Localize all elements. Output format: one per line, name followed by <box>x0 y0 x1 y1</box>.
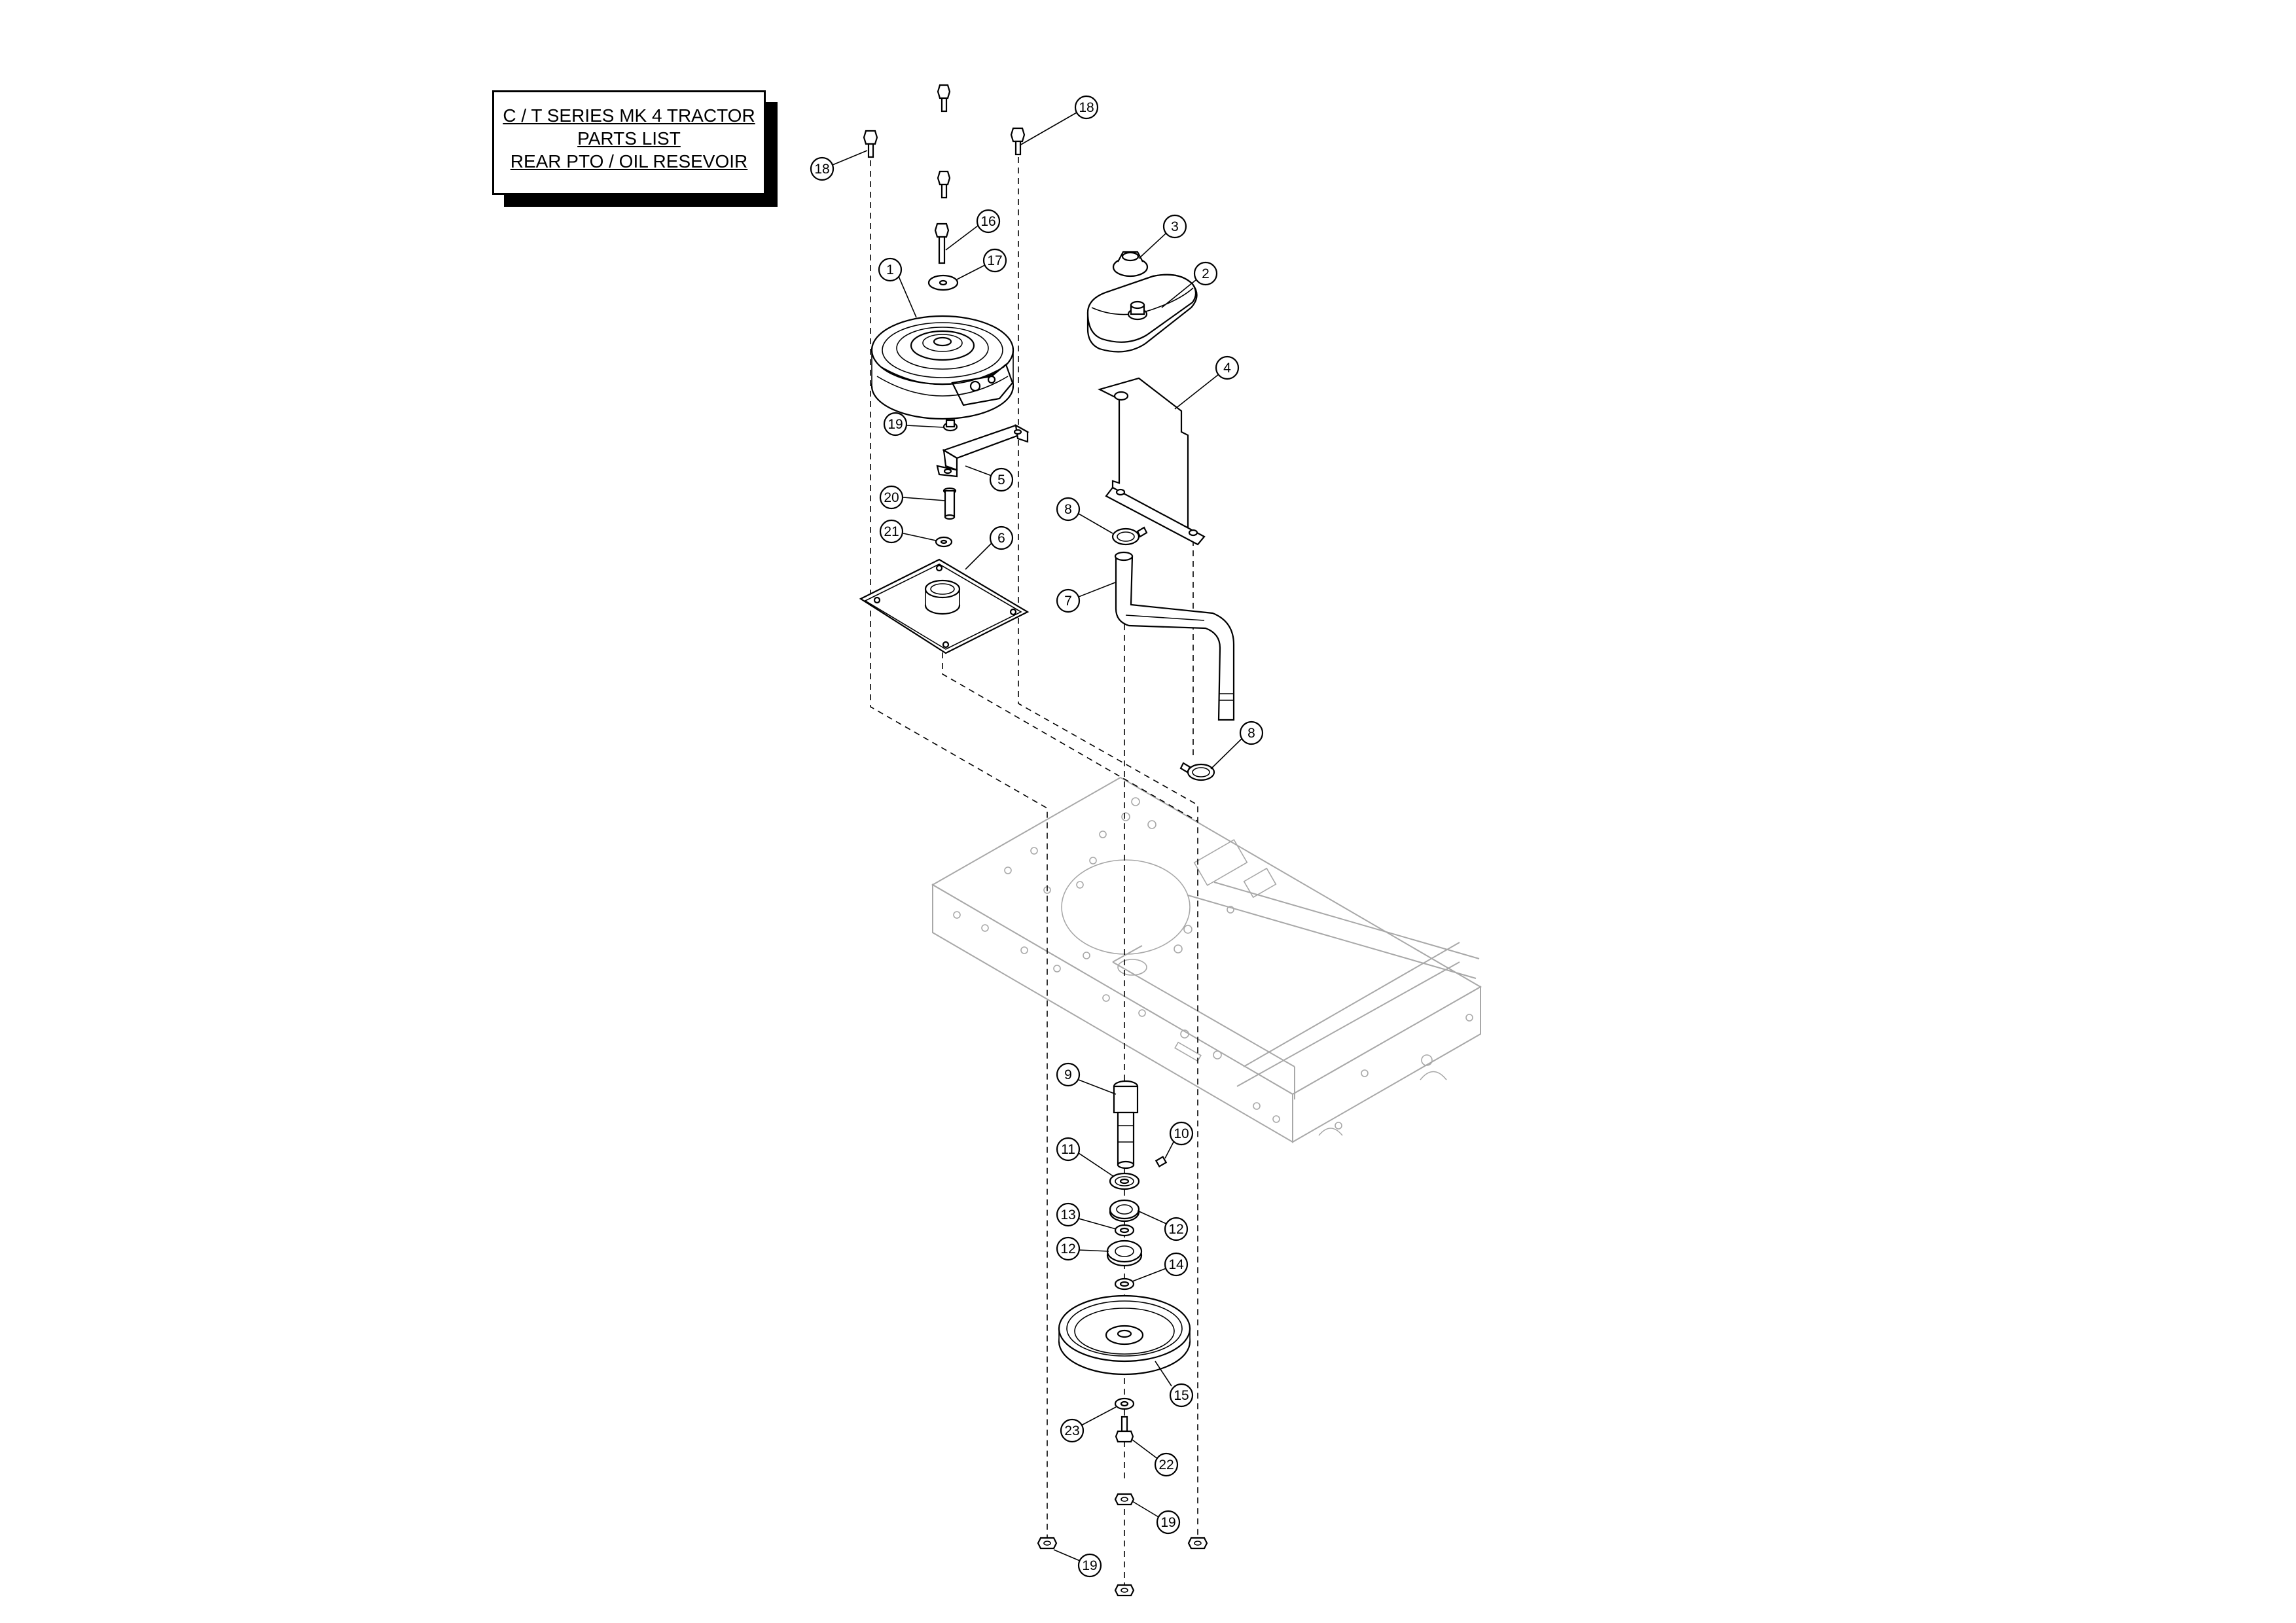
callout-6: 6 <box>965 526 1014 570</box>
bolt-18-left <box>863 130 878 158</box>
svg-text:23: 23 <box>1064 1423 1079 1438</box>
callout-19-left: 19 <box>1053 1549 1102 1578</box>
bearing-12-lower <box>1106 1240 1143 1267</box>
callout-3: 3 <box>1138 214 1187 259</box>
title-block: C / T SERIES MK 4 TRACTOR PARTS LIST REA… <box>492 90 766 195</box>
callout-5: 5 <box>965 465 1014 492</box>
svg-text:4: 4 <box>1223 361 1231 376</box>
bolt-top-center <box>937 84 951 113</box>
callout-7: 7 <box>1056 582 1116 613</box>
washer-14 <box>1114 1277 1135 1291</box>
callout-12-lower: 12 <box>1056 1236 1109 1261</box>
key-10 <box>1155 1156 1168 1168</box>
svg-text:10: 10 <box>1174 1126 1189 1141</box>
svg-text:16: 16 <box>980 214 996 229</box>
bolt-18-right <box>1010 127 1026 156</box>
callout-18-right: 18 <box>1019 95 1099 146</box>
bolt-22 <box>1115 1416 1134 1443</box>
pto-shaft <box>1113 1080 1139 1169</box>
svg-text:7: 7 <box>1064 594 1072 609</box>
svg-text:19: 19 <box>1082 1558 1097 1573</box>
nut-19-left <box>1037 1537 1058 1550</box>
pin-20 <box>942 487 957 520</box>
callout-19-upper: 19 <box>883 412 944 437</box>
svg-text:6: 6 <box>997 531 1005 546</box>
pto-mount-plate <box>859 558 1030 654</box>
svg-text:5: 5 <box>997 473 1005 488</box>
title-line-section: REAR PTO / OIL RESEVOIR <box>510 151 748 171</box>
clutch-anchor-bracket <box>936 423 1030 478</box>
bolt-second <box>937 170 951 199</box>
callout-1: 1 <box>878 257 917 318</box>
svg-text:1: 1 <box>886 262 894 277</box>
bearing-11 <box>1109 1172 1140 1190</box>
svg-text:13: 13 <box>1060 1207 1075 1222</box>
title-line-series: C / T SERIES MK 4 TRACTOR <box>503 105 755 126</box>
nut-19-center <box>1114 1493 1135 1506</box>
washer-17 <box>927 274 959 291</box>
hose-clamp-upper <box>1111 526 1148 546</box>
callout-12-upper: 12 <box>1137 1210 1189 1241</box>
svg-text:9: 9 <box>1064 1067 1072 1082</box>
oil-reservoir-tank <box>1086 274 1198 353</box>
svg-text:20: 20 <box>884 490 899 505</box>
title-line-parts-list: PARTS LIST <box>577 128 681 149</box>
nut-19-bottom <box>1114 1584 1135 1597</box>
spacer-13 <box>1114 1224 1135 1237</box>
svg-text:11: 11 <box>1061 1142 1075 1157</box>
callout-14: 14 <box>1132 1252 1189 1282</box>
callout-11: 11 <box>1056 1137 1115 1177</box>
reservoir-cap <box>1112 251 1149 277</box>
svg-text:21: 21 <box>884 524 899 539</box>
svg-text:19: 19 <box>1160 1515 1175 1530</box>
callout-21: 21 <box>879 519 937 544</box>
oil-hose <box>1114 551 1235 721</box>
callout-10: 10 <box>1164 1121 1194 1159</box>
callout-15: 15 <box>1155 1361 1194 1408</box>
svg-text:12: 12 <box>1060 1241 1075 1257</box>
callout-20: 20 <box>879 485 946 510</box>
pto-clutch <box>870 315 1014 420</box>
svg-text:22: 22 <box>1158 1457 1174 1472</box>
clip-19-upper <box>942 419 958 432</box>
callout-9: 9 <box>1056 1062 1117 1095</box>
callout-17: 17 <box>955 248 1007 281</box>
reservoir-bracket <box>1097 377 1206 546</box>
svg-text:17: 17 <box>987 253 1002 268</box>
svg-text:12: 12 <box>1168 1222 1183 1237</box>
svg-text:8: 8 <box>1064 502 1072 517</box>
callout-16: 16 <box>945 209 1001 251</box>
pto-pulley <box>1058 1294 1191 1376</box>
callout-8-upper: 8 <box>1056 497 1113 534</box>
nut-21 <box>935 536 953 548</box>
washer-23 <box>1114 1397 1135 1410</box>
callout-22: 22 <box>1132 1439 1179 1477</box>
callout-13: 13 <box>1056 1202 1117 1230</box>
tractor-frame <box>931 776 1482 1143</box>
callout-8-lower: 8 <box>1210 721 1264 770</box>
callouts: 18 18 16 17 1 3 2 <box>810 95 1264 1578</box>
svg-text:2: 2 <box>1202 266 1210 281</box>
callout-18-left: 18 <box>810 150 868 181</box>
bolt-16 <box>934 223 950 264</box>
svg-text:15: 15 <box>1174 1388 1189 1403</box>
callout-23: 23 <box>1060 1406 1117 1443</box>
svg-text:8: 8 <box>1247 726 1255 741</box>
callout-19-center: 19 <box>1132 1501 1181 1535</box>
callout-2: 2 <box>1161 261 1218 308</box>
callout-4: 4 <box>1174 355 1240 410</box>
svg-text:3: 3 <box>1171 219 1179 234</box>
svg-text:18: 18 <box>1079 100 1094 115</box>
bearing-12-upper <box>1109 1199 1140 1222</box>
hose-clamp-lower <box>1179 762 1215 781</box>
svg-text:14: 14 <box>1168 1257 1184 1272</box>
nut-19-right <box>1187 1537 1208 1550</box>
svg-text:19: 19 <box>888 417 903 432</box>
svg-text:18: 18 <box>814 162 829 177</box>
